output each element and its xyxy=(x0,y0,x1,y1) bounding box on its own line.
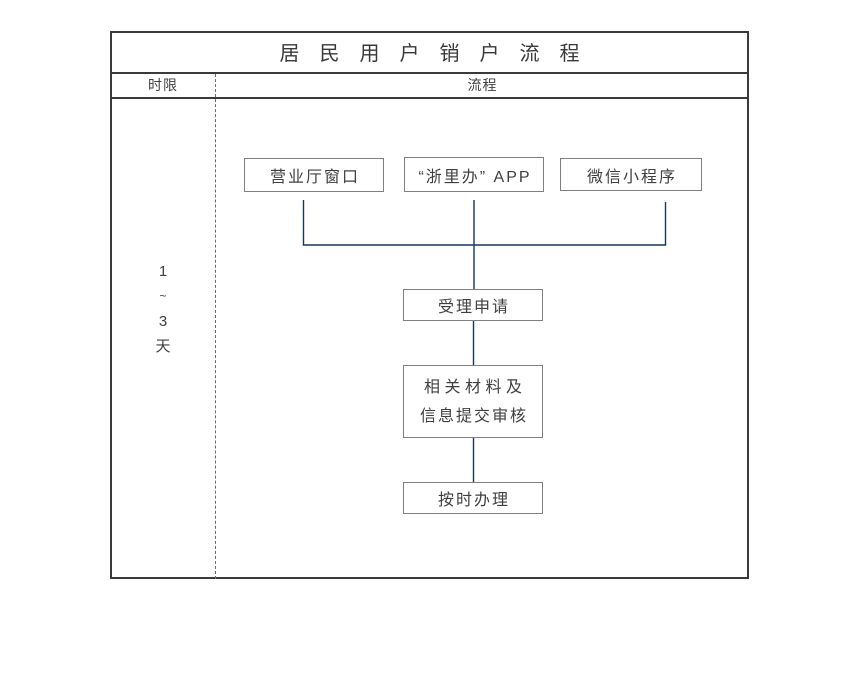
flow-node-wechat-miniprogram: 微信小程序 xyxy=(560,158,702,191)
flow-node-label: “浙里办” APP xyxy=(418,168,532,186)
column-header-time-limit: 时限 xyxy=(148,77,178,93)
time-limit-tilde: ~ xyxy=(159,289,167,303)
page-title: 居民用户销户流程 xyxy=(279,43,600,65)
title-separator-line xyxy=(110,72,749,74)
column-divider-dashed-line xyxy=(215,74,216,579)
header-separator-line xyxy=(110,97,749,99)
flow-node-label: 按时办理 xyxy=(437,492,510,509)
time-limit-label: 1 ~ 3 天 xyxy=(110,259,216,359)
flow-node-handle-on-time: 按时办理 xyxy=(403,482,543,514)
flow-node-label-line-1: 相关材料及 xyxy=(423,378,527,396)
flow-node-label-line-2: 信息提交审核 xyxy=(419,407,528,425)
time-limit-line-1: 1 xyxy=(158,263,168,280)
flow-node-label: 营业厅窗口 xyxy=(269,169,360,186)
flow-node-business-hall: 营业厅窗口 xyxy=(244,158,384,192)
time-limit-line-day: 天 xyxy=(155,338,171,355)
flow-node-label: 受理申请 xyxy=(437,299,510,316)
flow-node-accept-application: 受理申请 xyxy=(403,289,543,321)
flow-node-materials-review: 相关材料及 信息提交审核 xyxy=(403,365,543,438)
column-header-process: 流程 xyxy=(467,77,498,93)
flow-node-label: 微信小程序 xyxy=(586,168,677,186)
time-limit-line-3: 3 xyxy=(158,313,168,330)
flow-node-zheliban-app: “浙里办” APP xyxy=(404,157,544,192)
